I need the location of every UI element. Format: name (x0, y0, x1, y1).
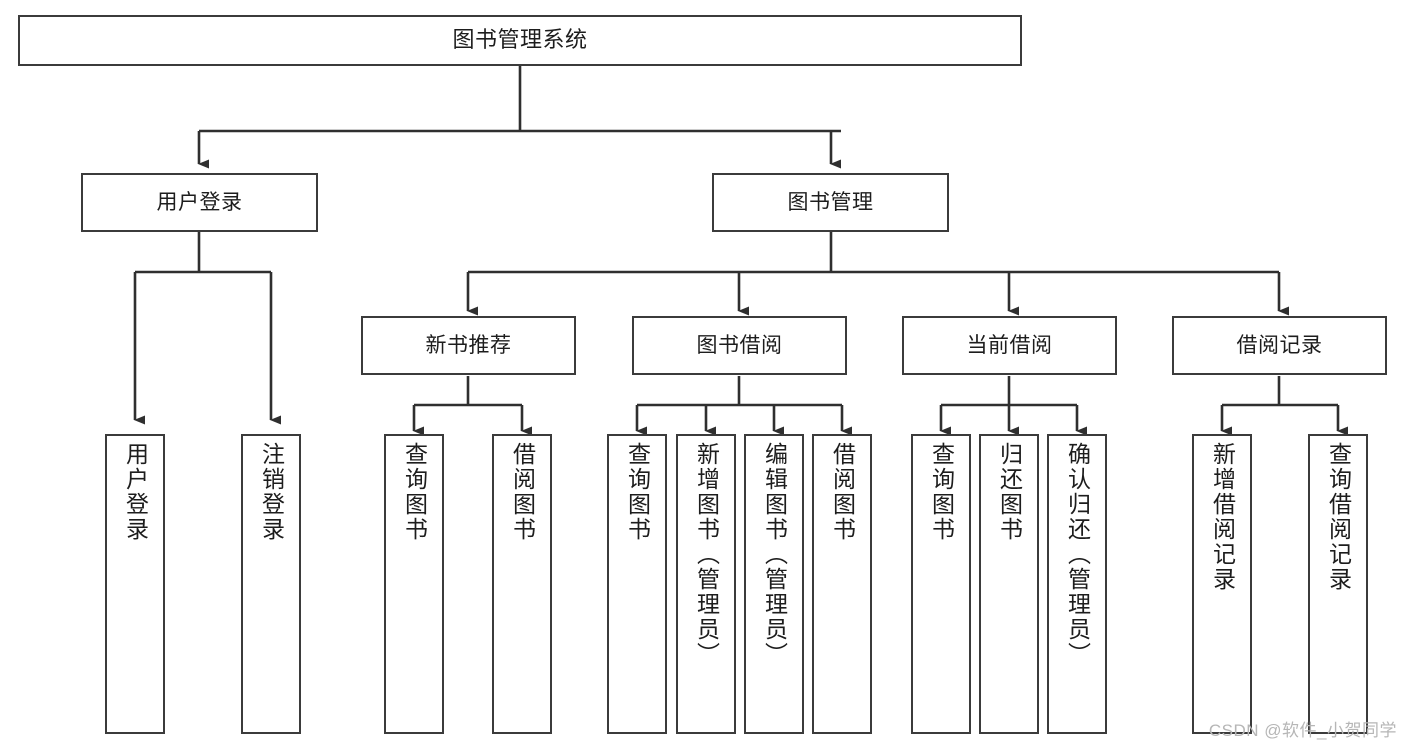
leaf-borrow-book-2-label: 借阅图书 (829, 442, 856, 542)
watermark: CSDN @软件_小贺同学 (1208, 721, 1397, 740)
leaf-add-record[interactable]: 新增借阅记录 (1192, 434, 1252, 734)
leaf-add-record-label: 新增借阅记录 (1209, 442, 1236, 592)
leaf-user-login-label: 用户登录 (122, 442, 149, 542)
leaf-logout-login[interactable]: 注销登录 (241, 434, 301, 734)
leaf-query-book-3[interactable]: 查询图书 (911, 434, 971, 734)
leaf-borrow-book-1-label: 借阅图书 (509, 442, 536, 542)
leaf-query-book-1[interactable]: 查询图书 (384, 434, 444, 734)
leaf-query-book-3-label: 查询图书 (928, 442, 955, 542)
node-book-borrow-label: 图书借阅 (696, 333, 783, 357)
node-root-label: 图书管理系统 (452, 27, 588, 53)
leaf-return-book[interactable]: 归还图书 (979, 434, 1039, 734)
node-current-borrow[interactable]: 当前借阅 (902, 316, 1117, 375)
leaf-return-book-label: 归还图书 (996, 442, 1023, 542)
leaf-borrow-book-1[interactable]: 借阅图书 (492, 434, 552, 734)
leaf-add-book[interactable]: 新增图书（管理员） (676, 434, 736, 734)
leaf-confirm-return-label: 确认归还（管理员） (1064, 442, 1091, 667)
leaf-query-book-2-label: 查询图书 (624, 442, 651, 542)
leaf-user-login[interactable]: 用户登录 (105, 434, 165, 734)
node-book-manage-label: 图书管理 (787, 190, 874, 214)
node-root[interactable]: 图书管理系统 (18, 15, 1022, 66)
node-current-borrow-label: 当前借阅 (966, 333, 1053, 357)
node-borrow-record-label: 借阅记录 (1236, 333, 1323, 357)
node-book-manage[interactable]: 图书管理 (712, 173, 949, 232)
leaf-query-book-2[interactable]: 查询图书 (607, 434, 667, 734)
node-new-book-recommend-label: 新书推荐 (425, 333, 512, 357)
leaf-query-book-1-label: 查询图书 (401, 442, 428, 542)
leaf-query-record[interactable]: 查询借阅记录 (1308, 434, 1368, 734)
node-new-book-recommend[interactable]: 新书推荐 (361, 316, 576, 375)
leaf-logout-login-label: 注销登录 (258, 442, 285, 542)
leaf-edit-book[interactable]: 编辑图书（管理员） (744, 434, 804, 734)
leaf-edit-book-label: 编辑图书（管理员） (761, 442, 788, 667)
leaf-confirm-return[interactable]: 确认归还（管理员） (1047, 434, 1107, 734)
node-user-login[interactable]: 用户登录 (81, 173, 318, 232)
leaf-query-record-label: 查询借阅记录 (1325, 442, 1352, 592)
node-user-login-label: 用户登录 (156, 190, 243, 214)
node-book-borrow[interactable]: 图书借阅 (632, 316, 847, 375)
node-borrow-record[interactable]: 借阅记录 (1172, 316, 1387, 375)
leaf-add-book-label: 新增图书（管理员） (693, 442, 720, 667)
leaf-borrow-book-2[interactable]: 借阅图书 (812, 434, 872, 734)
